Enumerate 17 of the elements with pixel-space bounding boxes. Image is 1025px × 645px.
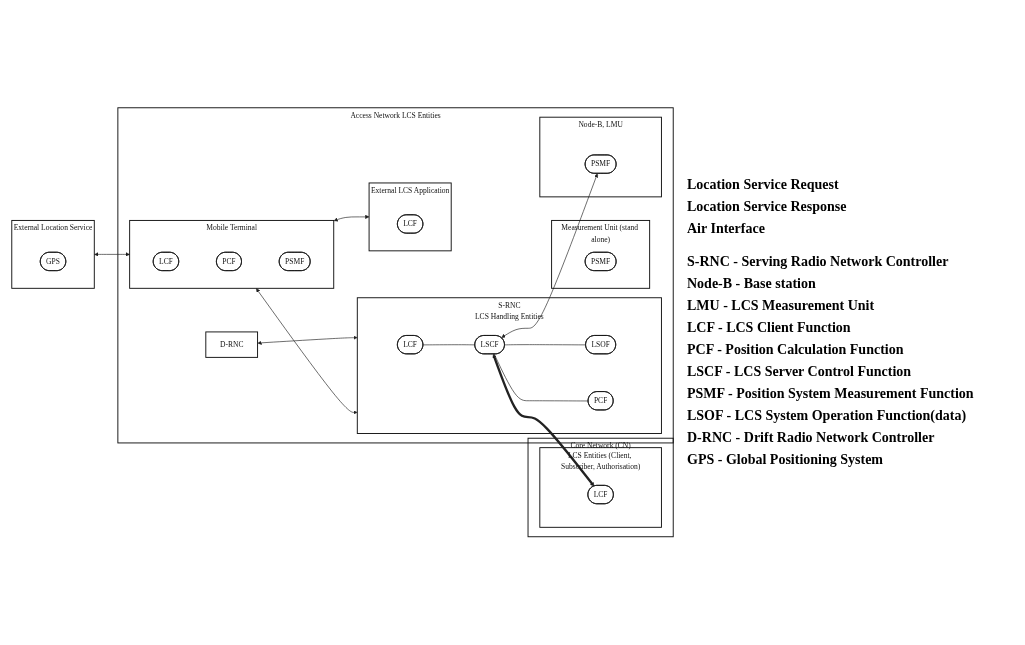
abbreviation-definition: LSOF - LCS System Operation Function(data) [687, 408, 968, 424]
abbreviation-definition: LCF - LCS Client Function [687, 320, 852, 336]
abbreviation-definition: PSMF - Position System Measurement Function [687, 386, 975, 402]
connector [504, 344, 587, 346]
connector [493, 354, 589, 402]
annotation-text: Air Interface [687, 221, 766, 237]
annotation-text: Location Service Request [687, 177, 840, 193]
annotation-text: Location Service Response [687, 199, 848, 215]
abbreviation-definition: S-RNC - Serving Radio Network Controller [687, 254, 950, 270]
abbreviation-definition: LSCF - LCS Server Control Function [687, 364, 913, 380]
abbreviation-definition: GPS - Global Positioning System [687, 452, 885, 468]
abbreviation-definition: D-RNC - Drift Radio Network Controller [687, 430, 936, 446]
abbreviation-definition: PCF - Position Calculation Function [687, 342, 905, 358]
arrow [492, 354, 595, 487]
connector [422, 344, 476, 346]
abbreviation-definition: Node-B - Base station [687, 276, 817, 292]
abbreviation-definition: LMU - LCS Measurement Unit [687, 298, 876, 314]
